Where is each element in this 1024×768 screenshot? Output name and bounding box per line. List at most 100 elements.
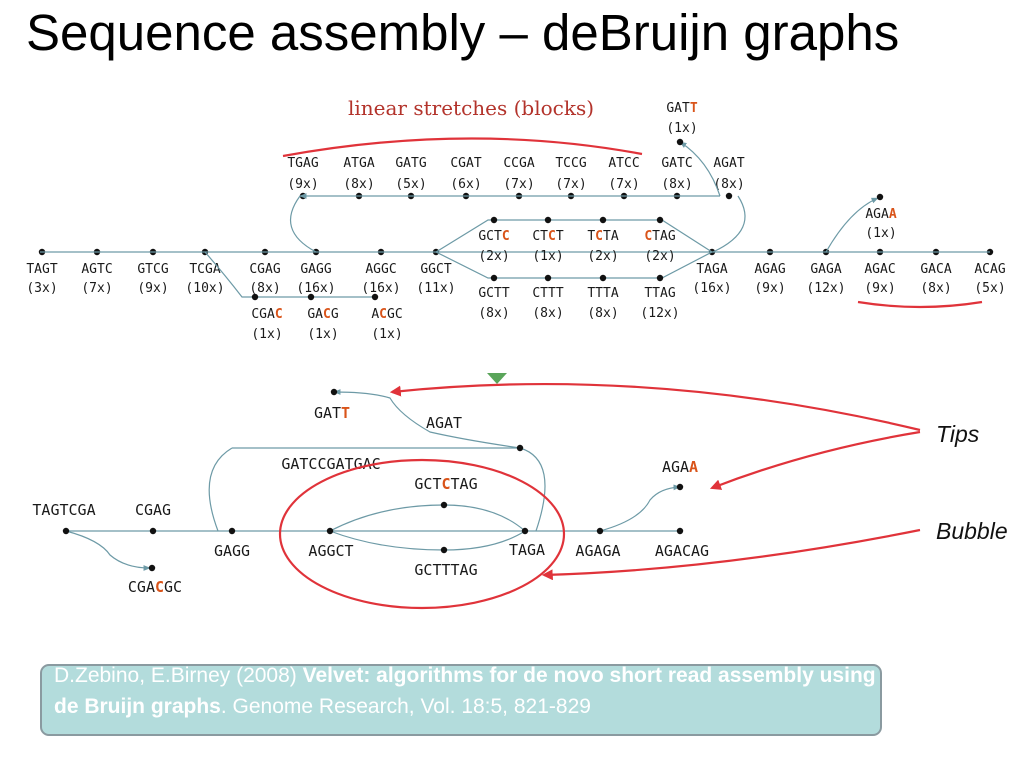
main-count-label: (8x)	[249, 281, 280, 296]
gatt-tip-edge	[679, 141, 721, 197]
loop-kmer-label: GATG	[395, 156, 426, 171]
bottom-node	[149, 527, 157, 535]
main-kmer-label: GGCT	[420, 262, 451, 277]
tip-agaa-kmer-pre: AGA	[865, 207, 889, 222]
error-count: (1x)	[251, 327, 282, 342]
error-kmer-alt: C	[379, 307, 387, 322]
loop-count-label: (6x)	[450, 177, 481, 192]
loop-kmer-label: AGAT	[713, 156, 744, 171]
bottom-agaa-edge	[599, 484, 681, 532]
tip-gatt-kmer: GATT	[666, 101, 697, 116]
green-marker	[487, 373, 507, 384]
debruijn-diagram: linear stretches (blocks) TAGT(3x)AGTC(7…	[26, 96, 1008, 610]
tips-arrow-1	[389, 382, 921, 432]
blocks-bracket	[282, 137, 643, 158]
bubble-upper-node	[544, 216, 552, 224]
error-node	[251, 293, 259, 301]
loop-kmer-label: TGAG	[287, 156, 318, 171]
loop-kmer-label: ATGA	[343, 156, 374, 171]
error-kmer-alt: C	[323, 307, 331, 322]
main-kmer-label: GTCG	[137, 262, 168, 277]
top-tips: GATT(1x)AGAA(1x)	[666, 101, 896, 241]
error-node	[371, 293, 379, 301]
citation-journal: . Genome Research, Vol. 18:5, 821-829	[220, 695, 591, 718]
tip-gatt-kmer-pre: GAT	[666, 101, 690, 116]
bottom-gctctag-alt: C	[441, 475, 450, 493]
bubble-lower-count: (8x)	[532, 306, 563, 321]
main-kmer-label: GAGG	[300, 262, 331, 277]
bottom-agaga: AGAGA	[575, 542, 620, 560]
main-count-label: (7x)	[81, 281, 112, 296]
loop-kmer-label: TCCG	[555, 156, 586, 171]
error-kmer-post: G	[331, 307, 339, 322]
top-main-path: TAGT(3x)AGTC(7x)GTCG(9x)TCGA(10x)CGAG(8x…	[26, 248, 1006, 296]
main-count-label: (9x)	[754, 281, 785, 296]
loop-count-label: (7x)	[608, 177, 639, 192]
top-bubble: GCTC(2x)CTCT(1x)TCTA(2x)CTAG(2x)GCTT(8x)…	[478, 216, 680, 321]
bubble-upper-kmer: CTAG	[644, 229, 675, 244]
bottom-node	[440, 546, 448, 554]
main-kmer-label: AGTC	[81, 262, 112, 277]
main-kmer-label: GACA	[920, 262, 951, 277]
top-graph-edges	[40, 141, 990, 298]
bubble-lower-node	[544, 274, 552, 282]
citation-authors: D.Zebino, E.Birney (2008)	[54, 664, 303, 687]
loop-count-label: (8x)	[713, 177, 744, 192]
bottom-gctctag: GCTCTAG	[414, 475, 477, 493]
main-count-label: (10x)	[185, 281, 224, 296]
bottom-agacag: AGACAG	[655, 542, 709, 560]
tips-arrows	[389, 382, 921, 581]
agaa-tip-edge	[825, 197, 879, 253]
bubble-lower-kmer: GCTT	[478, 286, 509, 301]
bottom-node	[676, 483, 684, 491]
blocks-annotation: linear stretches (blocks)	[348, 96, 594, 120]
bottom-gagg: GAGG	[214, 542, 250, 560]
bubble-lower-edge	[435, 251, 713, 279]
bubble-upper-kmer-alt: C	[502, 229, 510, 244]
loop-kmer-label: ATCC	[608, 156, 639, 171]
bottom-node	[440, 501, 448, 509]
tip-agaa-kmer-alt: A	[889, 207, 897, 222]
error-count: (1x)	[307, 327, 338, 342]
bottom-node	[326, 527, 334, 535]
main-count-label: (5x)	[974, 281, 1005, 296]
bottom-bubble-bottom-edge	[329, 530, 526, 551]
bubble-upper-kmer-pre: CT	[532, 229, 548, 244]
bubble-upper-node	[490, 216, 498, 224]
bottom-agaa-pre: AGA	[662, 458, 689, 476]
bubble-upper-kmer-post: T	[556, 229, 564, 244]
bottom-gatt-edge	[333, 389, 521, 449]
bottom-node	[148, 564, 156, 572]
tip-node-agaa	[876, 193, 884, 201]
error-kmer-alt: C	[275, 307, 283, 322]
bottom-node	[676, 527, 684, 535]
bubble-highlight	[278, 458, 566, 610]
bubble-upper-kmer-pre: GCT	[478, 229, 502, 244]
bubble-lower-count: (8x)	[478, 306, 509, 321]
error-kmer-post: GC	[387, 307, 403, 322]
main-count-label: (16x)	[296, 281, 335, 296]
slide-title: Sequence assembly – deBruijn graphs	[26, 4, 900, 61]
cgacgc-edge	[65, 530, 151, 571]
top-error-branch: CGAC(1x)GACG(1x)ACGC(1x)	[251, 293, 403, 342]
main-count-label: (8x)	[920, 281, 951, 296]
main-kmer-label: ACAG	[974, 262, 1005, 277]
loop-kmer-label: CGAT	[450, 156, 481, 171]
main-count-label: (9x)	[137, 281, 168, 296]
bottom-bubble-top-edge	[329, 504, 526, 532]
bottom-gatt-alt: T	[341, 404, 350, 422]
bubble-upper-node	[599, 216, 607, 224]
main-kmer-label: TAGT	[26, 262, 57, 277]
bubble-lower-kmer: CTTT	[532, 286, 563, 301]
loop-count-label: (8x)	[661, 177, 692, 192]
bubble-lower-kmer: TTAG	[644, 286, 675, 301]
bubble-upper-kmer: GCTC	[478, 229, 509, 244]
bottom-node	[228, 527, 236, 535]
bubble-upper-kmer-post: TAG	[652, 229, 676, 244]
error-branch-edge	[204, 251, 375, 298]
bubble-upper-edge	[435, 219, 713, 253]
bottom-gctctag-post: TAG	[451, 475, 478, 493]
main-count-label: (9x)	[864, 281, 895, 296]
bubble-upper-count: (2x)	[644, 249, 675, 264]
